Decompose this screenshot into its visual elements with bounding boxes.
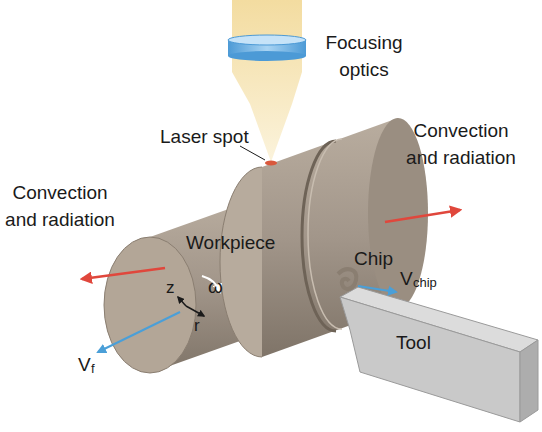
- velocity-subscript: chip: [413, 276, 437, 290]
- workpiece-front-face: [104, 237, 196, 373]
- component-label: Focusing optics: [318, 30, 410, 83]
- axis-label: r: [194, 314, 200, 338]
- heat-loss-arrow: [82, 268, 165, 279]
- feed-arrow: [98, 312, 180, 352]
- part-label: Workpiece: [186, 230, 275, 257]
- part-label: Laser spot: [160, 124, 249, 151]
- chip-curl: [338, 269, 356, 289]
- annotation-label: Convection and radiation: [405, 118, 517, 171]
- tool-end-face: [520, 340, 538, 422]
- part-label: Chip: [354, 246, 393, 273]
- laser-spot: [265, 161, 277, 166]
- leader-line: [240, 146, 265, 160]
- lens-bottom: [228, 51, 306, 61]
- chip-velocity-arrow: [358, 286, 396, 292]
- velocity-symbol: V: [400, 266, 413, 293]
- z-axis: [178, 297, 186, 306]
- r-axis: [186, 306, 204, 316]
- tool-front-face: [340, 297, 520, 422]
- shoulder-face: [220, 167, 262, 357]
- axis-label: z: [166, 276, 175, 300]
- heat-loss-arrow: [385, 210, 460, 222]
- lens-top: [228, 35, 306, 45]
- velocity-symbol: V: [78, 352, 91, 379]
- annotation-label: Convection and radiation: [4, 180, 116, 233]
- part-label: Tool: [396, 330, 431, 357]
- angular-velocity-symbol: ω: [208, 274, 223, 301]
- velocity-subscript: f: [91, 362, 95, 376]
- cut-groove-edge: [308, 139, 342, 329]
